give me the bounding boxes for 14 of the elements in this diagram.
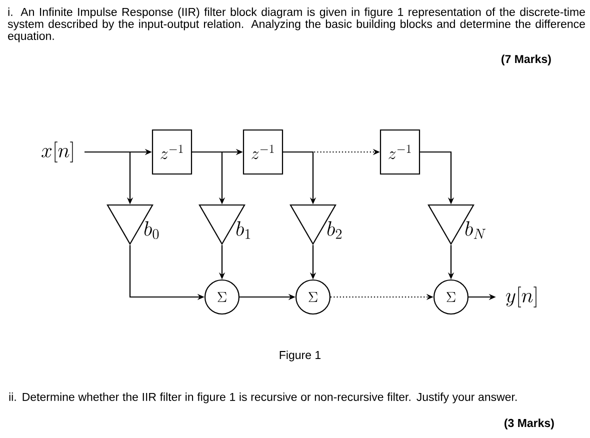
- delay-box: $z^{-1}$: [152, 129, 192, 175]
- output-label: $y[n]$: [506, 286, 536, 308]
- input-label: $x[n]$: [42, 142, 73, 162]
- question-text: ii. Determine whether the IIR filter in figure 1 is recursive or non-recursive filter. Justify your answer.: [9, 392, 517, 404]
- coefficient-label: $b_{1}$: [236, 221, 250, 239]
- coefficient-label: $b_{N}$: [465, 221, 486, 239]
- delay-box: $z^{-1}$: [242, 129, 284, 175]
- figure-caption: Figure 1: [280, 350, 321, 362]
- question-text: i. An Infinite Impulse Response (IIR) filter block diagram is given in figure 1 representation of the discrete-time system described by the input-output relation. Analyzing the basic building blocks and determine the difference equation.: [8, 8, 585, 42]
- coefficient-label: $b_{0}$: [144, 221, 159, 240]
- marks-label: (7 Marks): [502, 54, 551, 66]
- coefficient-label: $b_{2}$: [327, 221, 342, 239]
- delay-box: $z^{-1}$: [380, 129, 420, 175]
- marks-label: (3 Marks): [504, 418, 554, 430]
